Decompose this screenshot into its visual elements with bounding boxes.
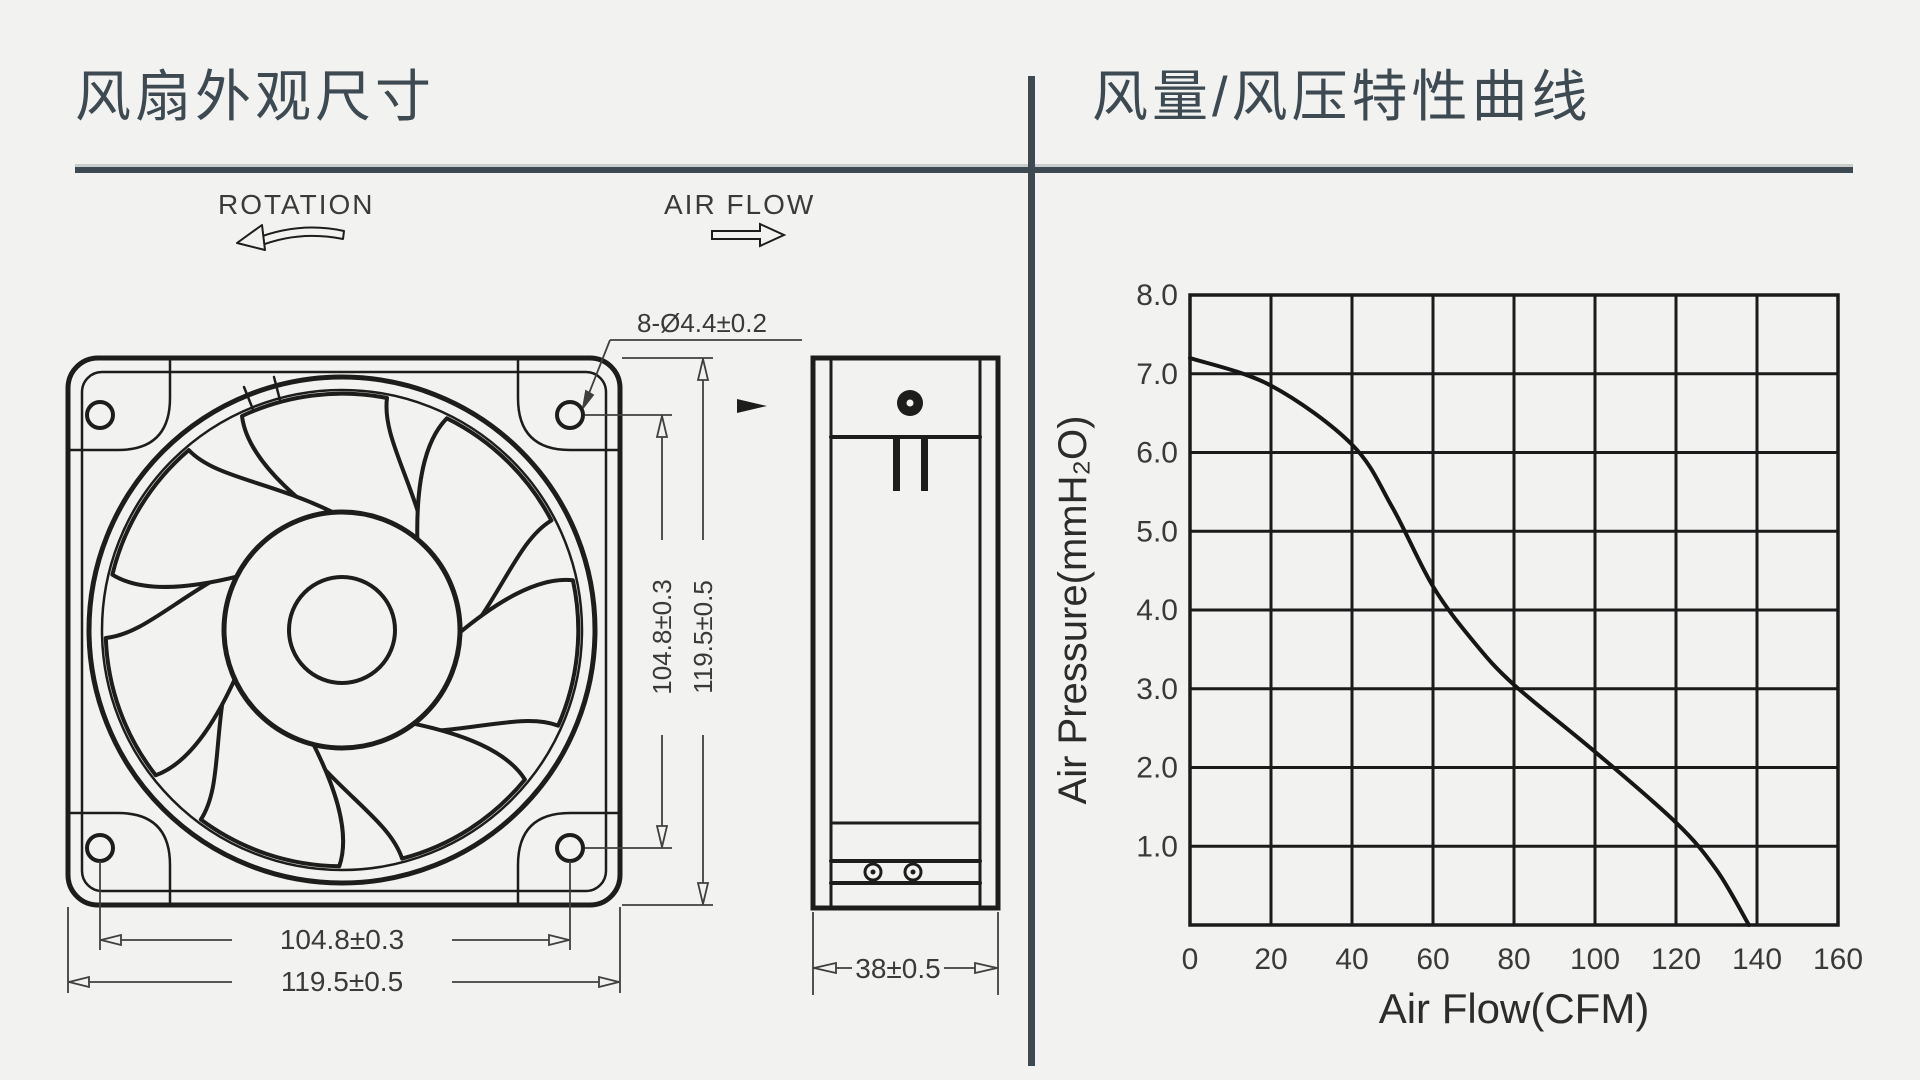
mounting-hole (555, 833, 585, 863)
rotation-label: ROTATION (218, 189, 375, 220)
y-tick-label: 3.0 (1136, 673, 1178, 706)
x-tick-label: 60 (1416, 943, 1449, 976)
side-view-dimension: 38±0.5 (812, 912, 999, 995)
x-tick-label: 140 (1732, 943, 1782, 976)
x-axis-label: Air Flow(CFM) (1379, 985, 1650, 1032)
front-view-dimensions: 8-Ø4.4±0.2 104.8±0.3 119.5±0.5 104.8±0.3 (67, 308, 802, 997)
y-tick-label: 1.0 (1136, 830, 1178, 863)
front-width-inner-dim: 104.8±0.3 (280, 924, 404, 955)
mounting-hole (85, 833, 115, 863)
panel-divider (1028, 76, 1035, 1066)
airflow-arrow-icon (711, 222, 787, 248)
holes-dim-label: 8-Ø4.4±0.2 (637, 308, 767, 338)
x-tick-label: 120 (1651, 943, 1701, 976)
x-tick-label: 100 (1570, 943, 1620, 976)
chart-frame (1188, 293, 1840, 927)
leader-arrowhead-icon (582, 389, 595, 409)
mounting-hole (555, 400, 585, 430)
front-height-inner-dim: 104.8±0.3 (647, 579, 677, 694)
fan-side-view: AIR FLOW (664, 189, 1001, 911)
airflow-label: AIR FLOW (664, 189, 815, 220)
x-tick-label: 160 (1813, 943, 1863, 976)
rotation-arrow-icon (251, 226, 345, 248)
terminal-pin (893, 437, 900, 491)
front-width-outer-dim: 119.5±0.5 (281, 966, 403, 997)
mounting-hole (85, 400, 115, 430)
left-panel-title: 风扇外观尺寸 (75, 65, 435, 128)
x-tick-label: 20 (1254, 943, 1287, 976)
fan-front-view: ROTATION (65, 189, 623, 908)
header-underline (75, 167, 1853, 173)
x-tick-label: 40 (1335, 943, 1368, 976)
y-tick-label: 7.0 (1136, 358, 1178, 391)
y-tick-label: 8.0 (1136, 279, 1178, 312)
y-tick-label: 6.0 (1136, 437, 1178, 470)
pressure-flow-curve (1188, 356, 1751, 927)
pq-characteristic-chart: 0 20 40 60 80 100 120 140 160 1.0 2.0 3.0 4.0 5.0 6.0 7… (1051, 279, 1863, 1032)
header-underline-highlight (75, 164, 1853, 167)
x-tick-label: 0 (1182, 943, 1199, 976)
y-tick-label: 2.0 (1136, 752, 1178, 785)
y-tick-label: 5.0 (1136, 515, 1178, 548)
side-depth-dim: 38±0.5 (855, 953, 940, 984)
rotation-arrowhead-icon (236, 224, 266, 251)
y-tick-label: 4.0 (1136, 594, 1178, 627)
view-direction-arrow-icon (737, 399, 767, 413)
terminal-pin (921, 437, 928, 491)
right-panel-title: 风量/风压特性曲线 (1092, 65, 1592, 128)
y-axis-label: Air Pressure(mmH₂O) (1051, 416, 1095, 805)
front-height-outer-dim: 119.5±0.5 (688, 580, 718, 694)
fan-hub-center (287, 575, 397, 685)
x-tick-label: 80 (1497, 943, 1530, 976)
